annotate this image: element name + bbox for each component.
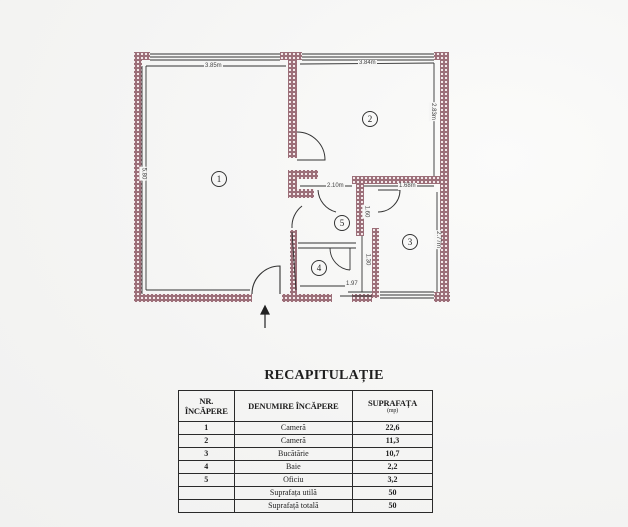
room-3-label: 3 [402, 234, 418, 250]
dimension-room2-height: 2.83m [428, 102, 436, 121]
room-4-label: 4 [311, 260, 327, 276]
cell-area: 50 [352, 499, 433, 513]
dimension-room4-height: 1.30 [363, 252, 371, 267]
room-5-label: 5 [334, 215, 350, 231]
cell-area: 22,6 [352, 421, 433, 435]
cell-room-number [178, 486, 235, 500]
wall-right [440, 52, 449, 300]
entry-door-swing [251, 265, 281, 295]
header-room-name: DENUMIRE ÎNCĂPERE [233, 390, 354, 422]
dimension-room4-width: 1.97 [345, 281, 359, 288]
header-area-label: SUPRAFAȚA [368, 398, 418, 408]
cell-room-number: 4 [178, 460, 235, 474]
cell-room-number [178, 499, 235, 513]
cell-area: 3,2 [352, 473, 433, 487]
header-area: SUPRAFAȚA (mp) [352, 390, 433, 422]
cell-room-name: Baie [233, 460, 354, 474]
table-row-useful-area: Suprafața utilă 50 [178, 486, 433, 500]
table-row-total-area: Suprafață totală 50 [178, 499, 433, 513]
table-row: 4 Baie 2,2 [178, 460, 433, 474]
dimension-room3-height: 2.77m [433, 230, 441, 249]
room-2-label: 2 [362, 111, 378, 127]
entry-arrow-icon [260, 304, 270, 328]
header-room-number: NR. ÎNCĂPERE [178, 390, 235, 422]
table-row: 2 Cameră 11,3 [178, 434, 433, 448]
cell-room-name: Oficiu [233, 473, 354, 487]
door-swing-3 [377, 189, 401, 213]
summary-header-row: NR. ÎNCĂPERE DENUMIRE ÎNCĂPERE SUPRAFAȚA… [178, 390, 433, 422]
summary-title: RECAPITULAȚIE [264, 368, 384, 383]
cell-room-name: Suprafață totală [233, 499, 354, 513]
dimension-room5-height: 1.60 [362, 204, 370, 219]
cell-area: 2,2 [352, 460, 433, 474]
table-row: 1 Cameră 22,6 [178, 421, 433, 435]
wall-room2-bottom [352, 176, 442, 184]
table-row: 5 Oficiu 3,2 [178, 473, 433, 487]
wall-bottom-left [134, 294, 252, 302]
cell-area: 50 [352, 486, 433, 500]
dimension-room3-width: 1.68m [398, 183, 417, 190]
cell-area: 10,7 [352, 447, 433, 461]
wall-left [134, 52, 142, 302]
table-row: 3 Bucătărie 10,7 [178, 447, 433, 461]
cell-room-number: 1 [178, 421, 235, 435]
summary-table: NR. ÎNCĂPERE DENUMIRE ÎNCĂPERE SUPRAFAȚA… [178, 390, 433, 513]
dimension-room5-width: 2.10m [326, 183, 345, 190]
door-swing-1-2 [296, 131, 326, 161]
dimension-room2-width: 3.84m [358, 60, 377, 67]
cell-area: 11,3 [352, 434, 433, 448]
header-area-unit: (mp) [387, 408, 398, 414]
cell-room-name: Cameră [233, 434, 354, 448]
cell-room-number: 2 [178, 434, 235, 448]
cell-room-number: 3 [178, 447, 235, 461]
room-1-label: 1 [211, 171, 227, 187]
dimension-room1-height: 5.80 [139, 166, 147, 181]
cell-room-name: Bucătărie [233, 447, 354, 461]
wall-room3-left [372, 228, 379, 298]
wall-bottom-mid [282, 294, 332, 302]
dimension-room1-width: 3.85m [204, 63, 223, 70]
cell-room-number: 5 [178, 473, 235, 487]
wall-interior-1-2 [288, 58, 297, 158]
wall-room4-left [290, 230, 297, 298]
cell-room-name: Cameră [233, 421, 354, 435]
cell-room-name: Suprafața utilă [233, 486, 354, 500]
